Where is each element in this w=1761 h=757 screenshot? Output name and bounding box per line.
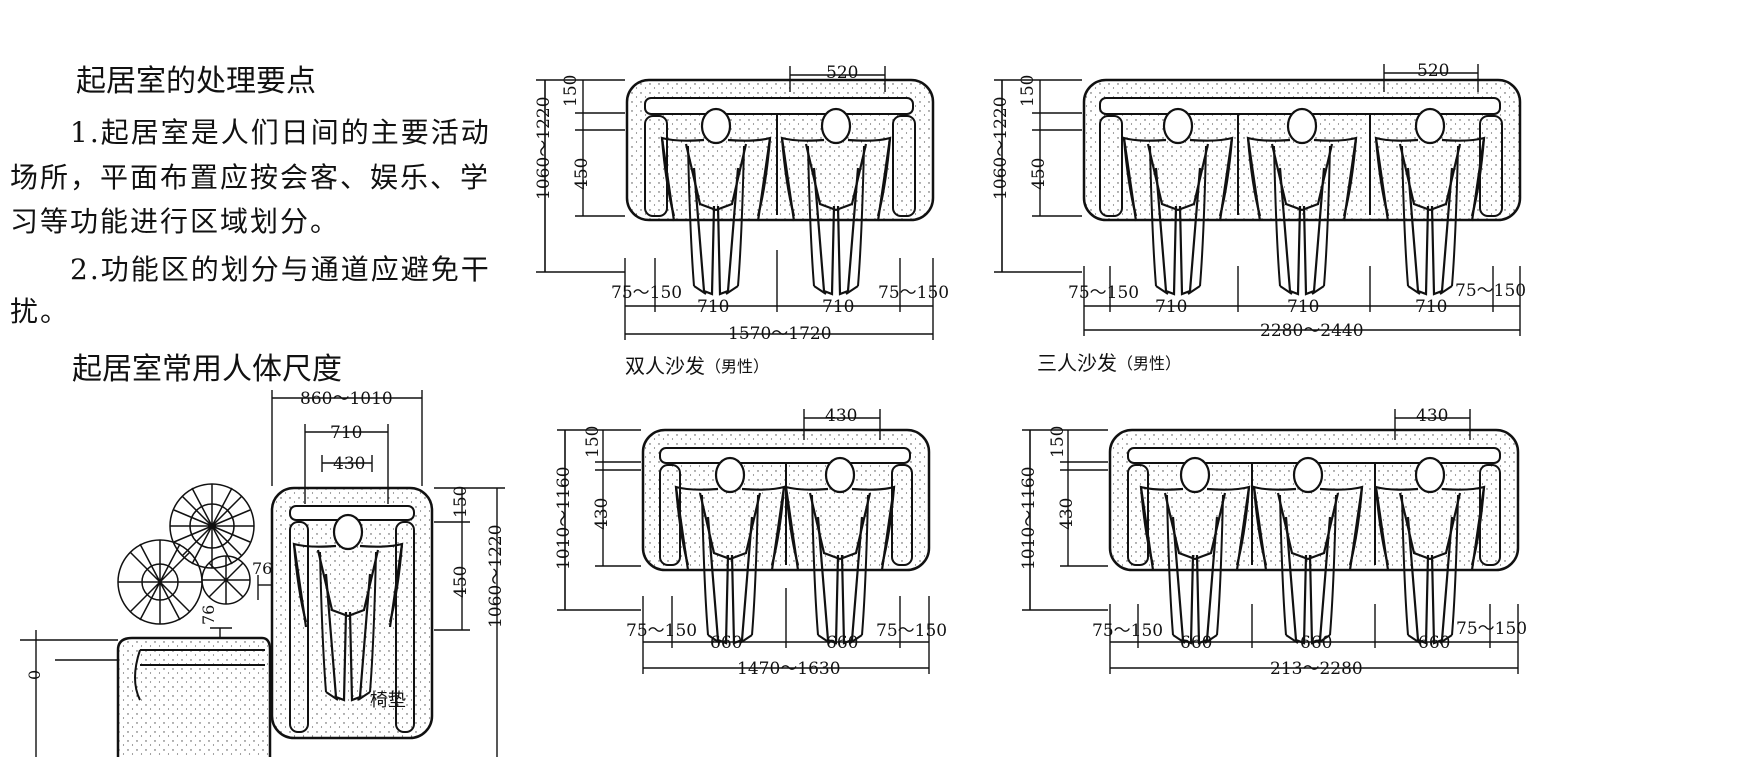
dim-side-right: 75～150 [1456, 619, 1527, 639]
caption: 双人沙发 [625, 354, 705, 378]
caption: 三人沙发 [1037, 351, 1117, 375]
point-1-line-1: 1.起居室是人们日间的主要活动 [70, 116, 491, 149]
dim-overall: 860～1010 [300, 389, 393, 409]
sofa-three-female-diagram: 1010～1160 150 430 430 75～150 660 660 660… [1019, 406, 1527, 679]
dim-back: 150 [1048, 426, 1068, 458]
dim-back: 150 [561, 75, 581, 107]
dim-total: 1570～1720 [728, 324, 832, 344]
dim-seat-1: 710 [1155, 297, 1187, 317]
dim-mid: 710 [330, 423, 362, 443]
dim-side-right: 75～150 [878, 283, 949, 303]
caption-note: （男性） [705, 357, 769, 376]
dim-height: 1010～1160 [1019, 466, 1039, 570]
dim-back: 150 [451, 486, 471, 518]
dim-seat-2: 710 [822, 297, 854, 317]
dim-seat: 430 [333, 454, 365, 474]
dim-seat: 450 [1029, 158, 1049, 190]
dim-seat-1: 710 [697, 297, 729, 317]
dim-side-right: 75～150 [876, 621, 947, 641]
sofa-two-female-diagram: 1010～1160 150 430 430 75～150 660 660 75～… [554, 406, 947, 679]
dim-seat-3: 710 [1415, 297, 1447, 317]
heading-living-room-points: 起居室的处理要点 [76, 64, 316, 99]
dim-seat: 450 [572, 158, 592, 190]
point-1-line-2: 场所，平面布置应按会客、娱乐、学 [10, 161, 491, 194]
dim-top: 430 [1416, 406, 1448, 426]
sofa-three-male-diagram: 1060～1220 150 450 520 75～150 710 710 710… [991, 61, 1526, 375]
dim-side-left: 75～150 [626, 621, 697, 641]
dim-total: 213～2280 [1270, 659, 1363, 679]
dim-side-left: 75～150 [1092, 621, 1163, 641]
dim-height: 1010～1160 [554, 466, 574, 570]
dim-back: 150 [583, 426, 603, 458]
dim-height: 1060～1220 [991, 96, 1011, 200]
dim-seat-2: 660 [1300, 633, 1332, 653]
dim-gap-b: 76 [199, 605, 218, 625]
dim-seat: 430 [592, 498, 612, 530]
dim-total: 1470～1630 [737, 659, 841, 679]
dim-side-right: 75～150 [1455, 281, 1526, 301]
dim-height-range: 1060～1220 [486, 524, 506, 628]
dim-top: 430 [825, 406, 857, 426]
dim-total: 2280～2440 [1260, 321, 1364, 341]
armchair-diagram: 0 860～1010 710 430 150 450 1060～1220 76 … [20, 389, 506, 757]
heading-body-dimensions: 起居室常用人体尺度 [72, 352, 342, 387]
dim-seat-3: 660 [1418, 633, 1450, 653]
dim-seat-1: 660 [710, 633, 742, 653]
dim-seat-2: 710 [1287, 297, 1319, 317]
dim-side-left: 75～150 [1068, 283, 1139, 303]
dim-top: 520 [826, 63, 858, 83]
dim-seat-1: 660 [1180, 633, 1212, 653]
plant-icon [117, 483, 255, 625]
dim-height: 1060～1220 [534, 96, 554, 200]
point-2-line-2: 扰。 [10, 295, 71, 328]
dim-seat-2: 660 [826, 633, 858, 653]
dim-partial: 0 [25, 670, 44, 680]
caption-note: （男性） [1117, 354, 1181, 373]
point-2-line-1: 2.功能区的划分与通道应避免干 [70, 253, 491, 286]
dim-seat: 430 [1057, 498, 1077, 530]
dim-back: 150 [1018, 75, 1038, 107]
dim-top: 520 [1417, 61, 1449, 81]
sofa-two-male-diagram: 1060～1220 150 450 520 75～150 710 710 75～… [534, 63, 949, 378]
dim-gap-a: 76 [252, 559, 272, 578]
dim-seat-depth: 450 [451, 566, 471, 598]
point-1-line-3: 习等功能进行区域划分。 [10, 205, 341, 238]
cushion-label: 椅垫 [370, 690, 406, 711]
dim-side-left: 75～150 [611, 283, 682, 303]
